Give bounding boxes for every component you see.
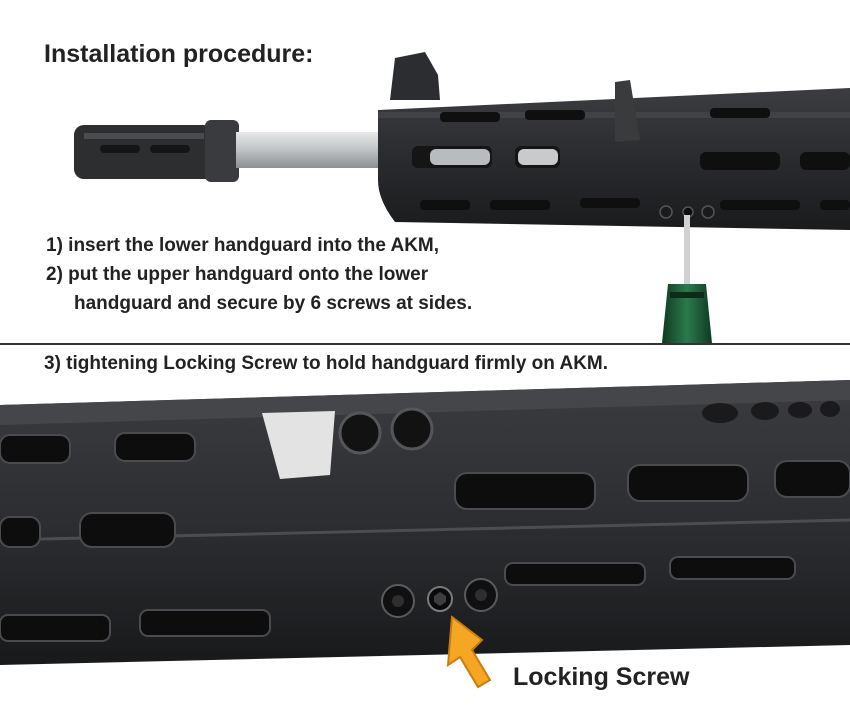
step-1-text: 1) insert the lower handguard into the A… bbox=[46, 235, 440, 256]
panel-divider bbox=[0, 343, 850, 345]
step-3-text: 3) tightening Locking Screw to hold hand… bbox=[44, 353, 609, 374]
handguard-closeup-illustration bbox=[0, 380, 850, 689]
arrow-up-left-icon bbox=[446, 615, 492, 689]
bottom-photo-panel: 3) tightening Locking Screw to hold hand… bbox=[0, 345, 850, 715]
rifle-top-illustration bbox=[74, 52, 850, 343]
steps-list: 1) insert the lower handguard into the A… bbox=[46, 231, 472, 318]
page-title: Installation procedure: bbox=[44, 40, 314, 68]
locking-screw-label: Locking Screw bbox=[513, 663, 690, 691]
step-2: 2) put the upper handguard onto the lowe… bbox=[46, 260, 472, 318]
flash-hider-icon bbox=[74, 120, 239, 182]
front-sight bbox=[390, 52, 440, 100]
barrel bbox=[236, 132, 386, 168]
step-2-text: 2) put the upper handguard onto the lowe… bbox=[46, 264, 429, 285]
top-photo-panel: Installation procedure: 1) insert the lo… bbox=[0, 0, 850, 343]
step-2-continuation: handguard and secure by 6 screws at side… bbox=[74, 293, 473, 314]
locking-screw-icon bbox=[427, 586, 453, 612]
step-1: 1) insert the lower handguard into the A… bbox=[46, 231, 472, 260]
handguard-top bbox=[378, 88, 850, 230]
screwdriver-icon bbox=[662, 215, 712, 343]
handguard-slots bbox=[420, 108, 850, 210]
